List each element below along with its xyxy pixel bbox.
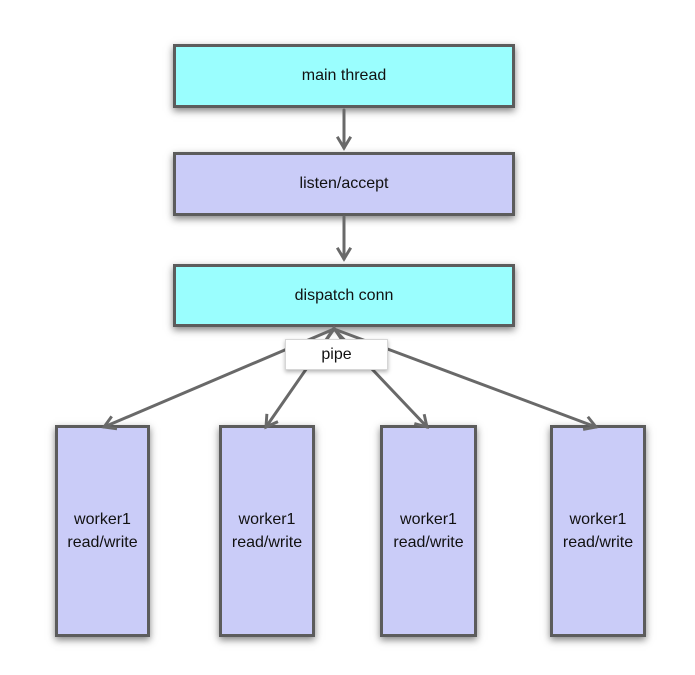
node-main-thread: main thread xyxy=(173,44,515,108)
node-worker-3: worker1 read/write xyxy=(380,425,477,637)
node-main-thread-label: main thread xyxy=(301,67,387,84)
node-dispatch-conn: dispatch conn xyxy=(173,264,515,327)
node-worker-2-label: worker1 read/write xyxy=(231,510,303,551)
edge-label-pipe-text: pipe xyxy=(321,345,352,363)
node-worker-2: worker1 read/write xyxy=(219,425,315,637)
node-listen-accept-label: listen/accept xyxy=(299,175,389,192)
node-worker-1-label: worker1 read/write xyxy=(67,510,138,551)
edge-label-pipe: pipe xyxy=(285,339,388,370)
node-worker-3-label: worker1 read/write xyxy=(393,510,464,551)
node-dispatch-conn-label: dispatch conn xyxy=(294,286,394,304)
node-worker-4-label: worker1 read/write xyxy=(562,510,634,551)
node-worker-1: worker1 read/write xyxy=(55,425,150,637)
node-worker-4: worker1 read/write xyxy=(550,425,646,637)
node-listen-accept: listen/accept xyxy=(173,152,515,216)
